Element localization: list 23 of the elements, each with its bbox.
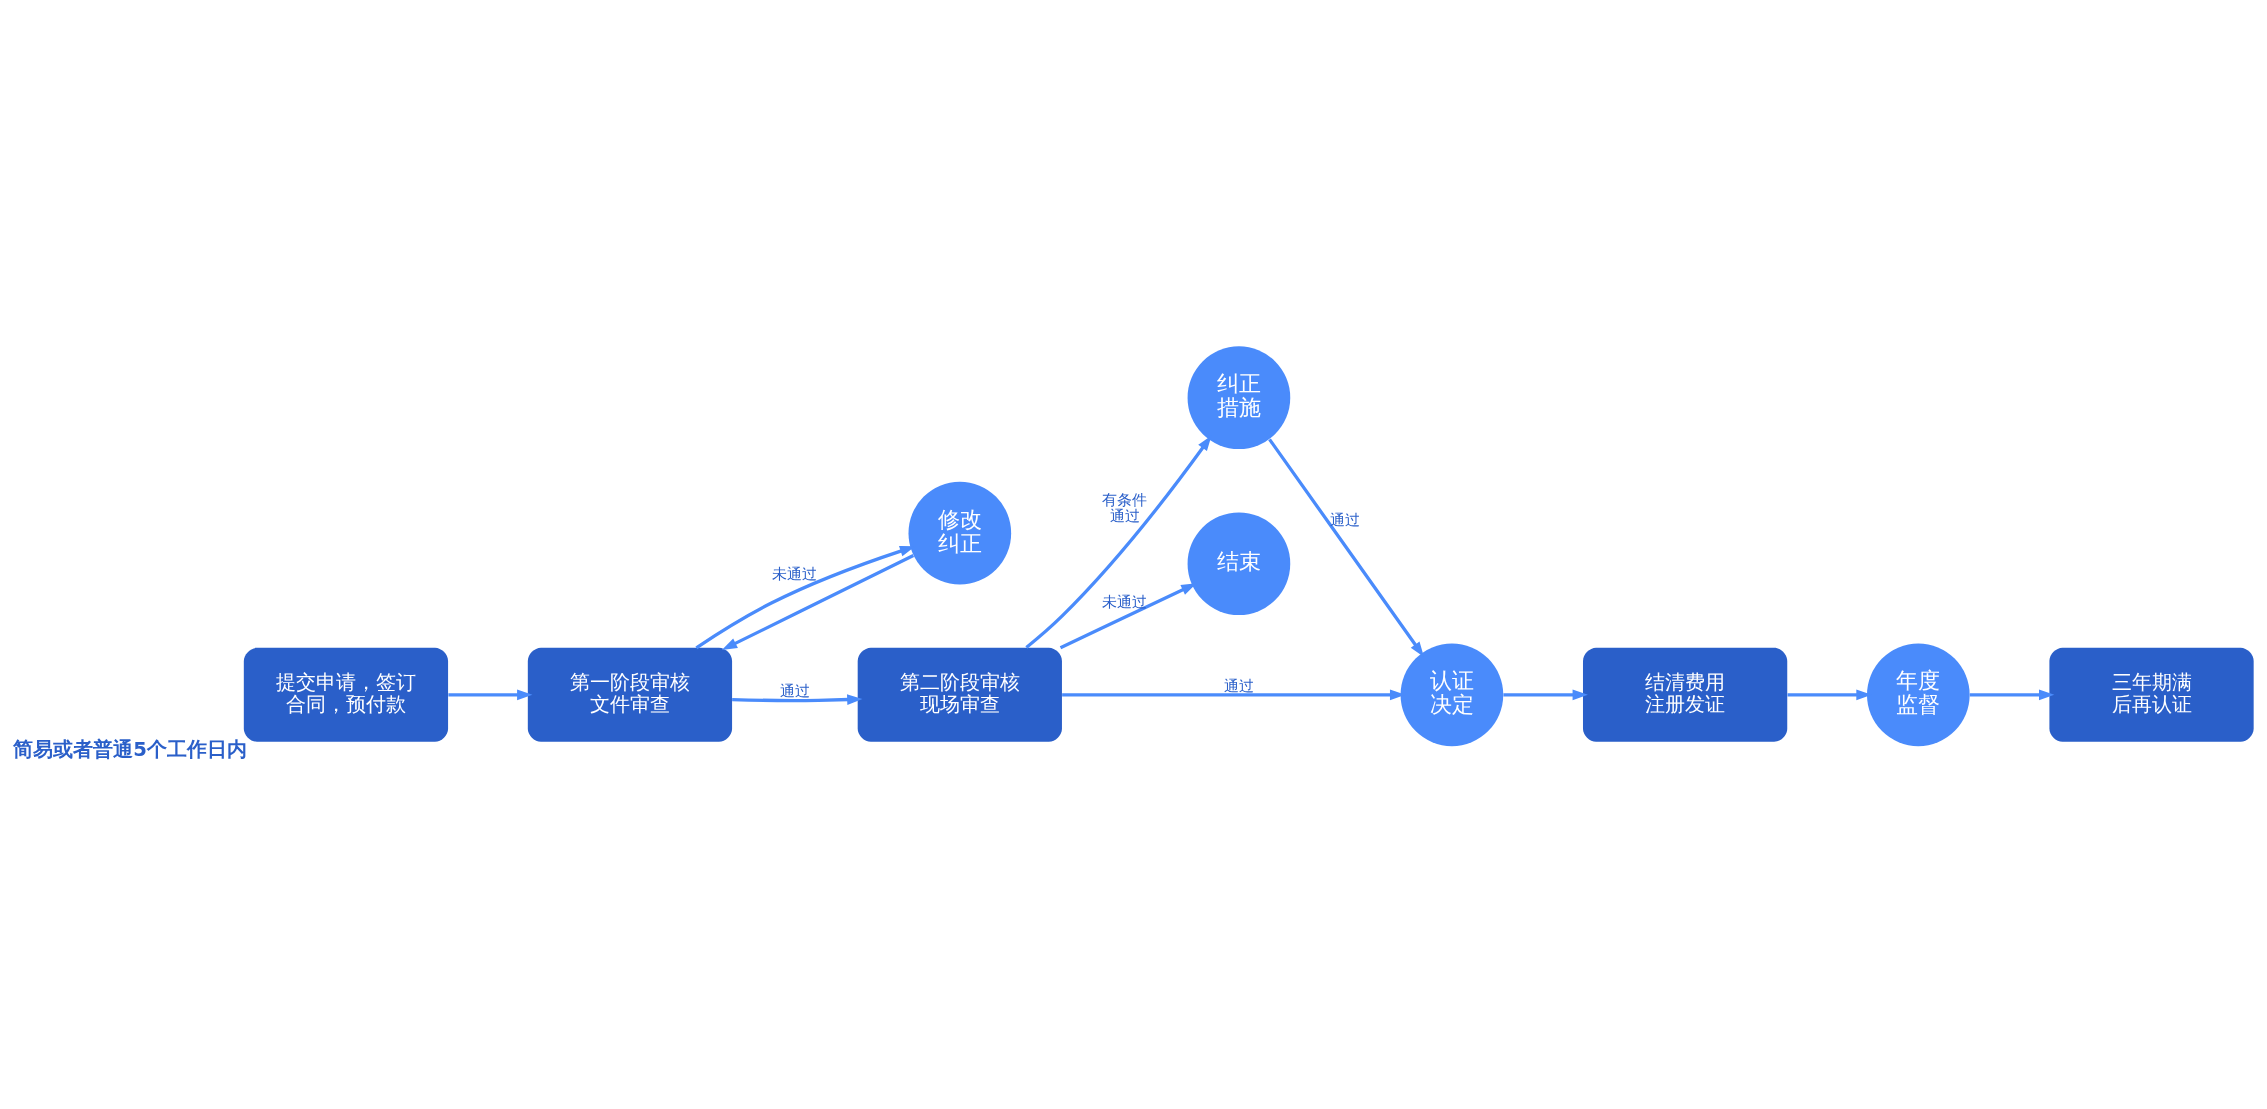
arrow — [448, 688, 533, 700]
edge-label: 通过 — [1223, 676, 1254, 695]
node-circle: 修改纠正 — [908, 481, 1012, 584]
arrow — [1268, 437, 1424, 657]
node-circle: 年度监督 — [1867, 643, 1970, 746]
edge-label: 通过 — [1330, 510, 1361, 529]
arrow — [695, 545, 916, 649]
edge-label: 有条件通过 — [1102, 490, 1148, 525]
arrow — [1025, 435, 1212, 649]
edge-label: 通过 — [779, 681, 810, 700]
edge-label: 未通过 — [772, 564, 818, 583]
node-box: 提交申请，签订合同，预付款 — [243, 647, 449, 742]
arrow — [1503, 688, 1588, 700]
node-box: 三年期满后再认证 — [2049, 647, 2254, 742]
edge-label: 未通过 — [1102, 592, 1148, 611]
node-box: 第一阶段审核文件审查 — [527, 647, 733, 742]
arrow — [721, 553, 915, 650]
node-box: 第二阶段审核现场审查 — [857, 647, 1062, 742]
node-circle: 结束 — [1187, 511, 1291, 615]
node-circle: 认证决定 — [1400, 643, 1504, 746]
node-box: 结清费用注册发证 — [1583, 647, 1788, 742]
arrow — [732, 693, 863, 705]
arrow — [1969, 688, 2055, 700]
